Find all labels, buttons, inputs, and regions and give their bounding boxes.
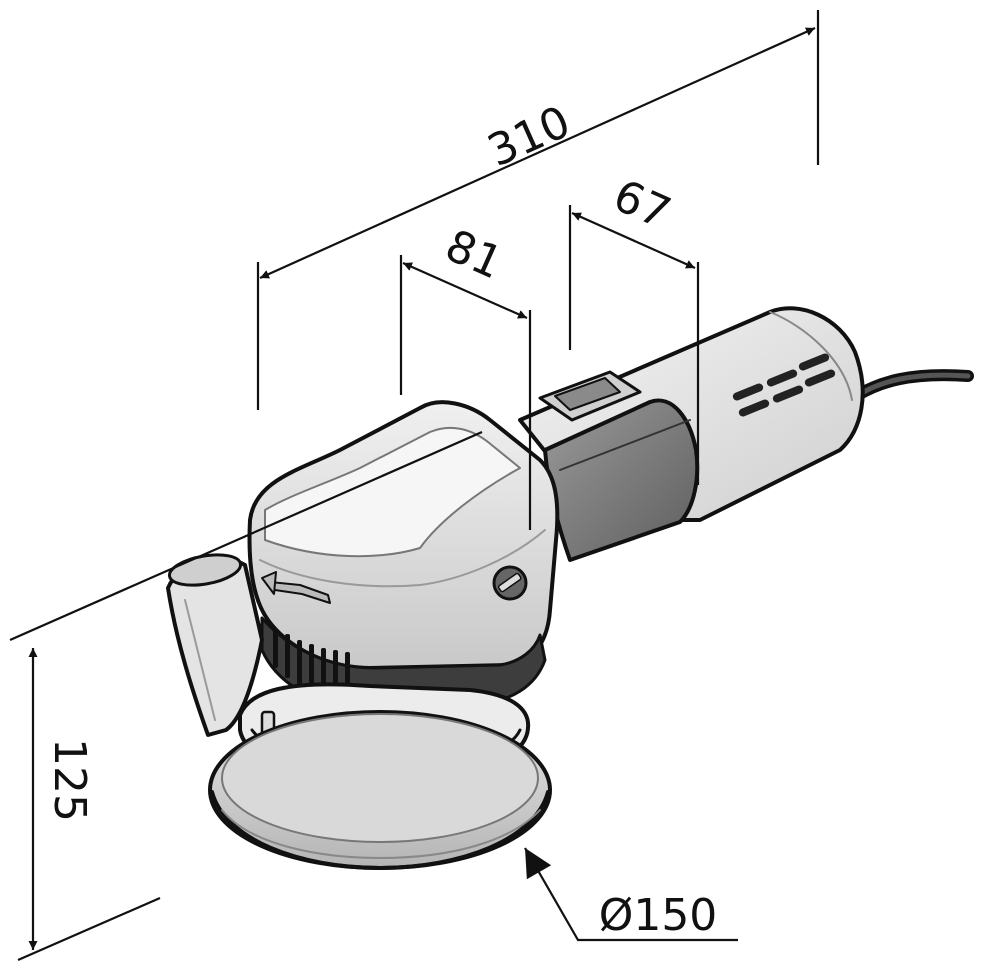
leader-150: [524, 847, 738, 942]
dim-label-150: Ø150: [599, 890, 718, 941]
sander-illustration: [166, 306, 974, 870]
dimension-lines: [9, 10, 820, 962]
dim-line-310: [259, 26, 816, 280]
dim-line-81: [402, 261, 528, 320]
vent-slots: [732, 353, 836, 417]
dim-label-81: 81: [438, 220, 510, 289]
dim-label-67: 67: [606, 170, 678, 239]
dim-label-125: 125: [44, 738, 95, 822]
dim-line-67: [571, 211, 696, 270]
ext-line-125-bottom: [17, 896, 161, 962]
dim-label-310: 310: [480, 96, 577, 177]
ext-line-125-top: [9, 430, 483, 642]
